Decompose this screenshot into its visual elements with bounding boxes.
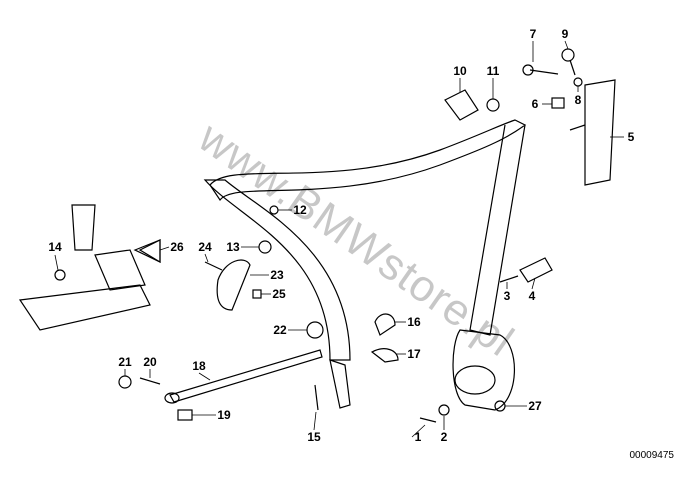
retractor-spool: [454, 365, 496, 395]
part-label-16[interactable]: 16: [407, 315, 421, 329]
cover-10: [444, 89, 479, 121]
part-label-4[interactable]: 4: [528, 289, 536, 303]
part-label-12[interactable]: 12: [293, 203, 307, 217]
part-label-1[interactable]: 1: [414, 430, 422, 444]
nut-11: [486, 98, 500, 112]
part-label-10[interactable]: 10: [453, 64, 467, 78]
bolt-5: [569, 124, 586, 131]
part-label-25[interactable]: 25: [272, 287, 286, 301]
height-adjuster: [584, 79, 616, 186]
part-label-3[interactable]: 3: [503, 289, 511, 303]
trim-23: [216, 259, 251, 311]
part-label-24[interactable]: 24: [198, 240, 212, 254]
part-label-11[interactable]: 11: [486, 64, 500, 78]
leader-lines: [54, 40, 624, 438]
part-label-21[interactable]: 21: [118, 355, 132, 369]
clip-25: [252, 289, 262, 299]
part-label-23[interactable]: 23: [270, 268, 284, 282]
bolt-20: [139, 377, 161, 385]
nut-14: [54, 269, 66, 281]
bolt-1: [419, 417, 437, 423]
bolt-7: [529, 69, 559, 75]
buckle-cover: [133, 239, 161, 263]
screw-24: [204, 261, 223, 271]
part-label-9[interactable]: 9: [561, 27, 569, 41]
cover-16: [374, 313, 396, 336]
sleeve-19: [177, 409, 193, 421]
cover-17: [370, 348, 399, 363]
part-label-7[interactable]: 7: [529, 27, 537, 41]
part-label-22[interactable]: 22: [273, 323, 287, 337]
cap-13: [258, 240, 272, 254]
bolt-15: [314, 384, 319, 411]
part-label-26[interactable]: 26: [170, 240, 184, 254]
belt-lap-strap: [203, 179, 351, 361]
part-label-5[interactable]: 5: [627, 130, 635, 144]
retractor: [452, 329, 516, 411]
part-label-6[interactable]: 6: [531, 97, 539, 111]
clip-6: [551, 97, 565, 109]
buckle-rail: [18, 284, 151, 331]
part-label-8[interactable]: 8: [574, 93, 582, 107]
part-label-20[interactable]: 20: [143, 355, 157, 369]
buckle: [71, 204, 96, 251]
anchor-rod: [169, 349, 323, 403]
part-label-13[interactable]: 13: [226, 240, 240, 254]
guide-4: [519, 257, 553, 283]
washer-8: [573, 77, 583, 87]
part-label-2[interactable]: 2: [440, 430, 448, 444]
screw-3: [499, 275, 519, 283]
buckle-housing: [94, 249, 146, 291]
nut-21: [118, 375, 132, 389]
part-label-14[interactable]: 14: [48, 240, 62, 254]
part-label-15[interactable]: 15: [307, 430, 321, 444]
part-label-19[interactable]: 19: [217, 408, 231, 422]
part-label-27[interactable]: 27: [528, 399, 542, 413]
part-label-18[interactable]: 18: [192, 359, 206, 373]
bolt-9: [569, 59, 576, 76]
rod-eye: [164, 392, 180, 404]
cover-26: [138, 239, 161, 264]
anchor-bracket: [329, 359, 351, 409]
grommet-22: [306, 321, 324, 339]
washer-2: [438, 404, 450, 416]
washer-27: [494, 400, 506, 412]
diagram-code: 00009475: [629, 450, 675, 461]
part-label-17[interactable]: 17: [407, 347, 421, 361]
